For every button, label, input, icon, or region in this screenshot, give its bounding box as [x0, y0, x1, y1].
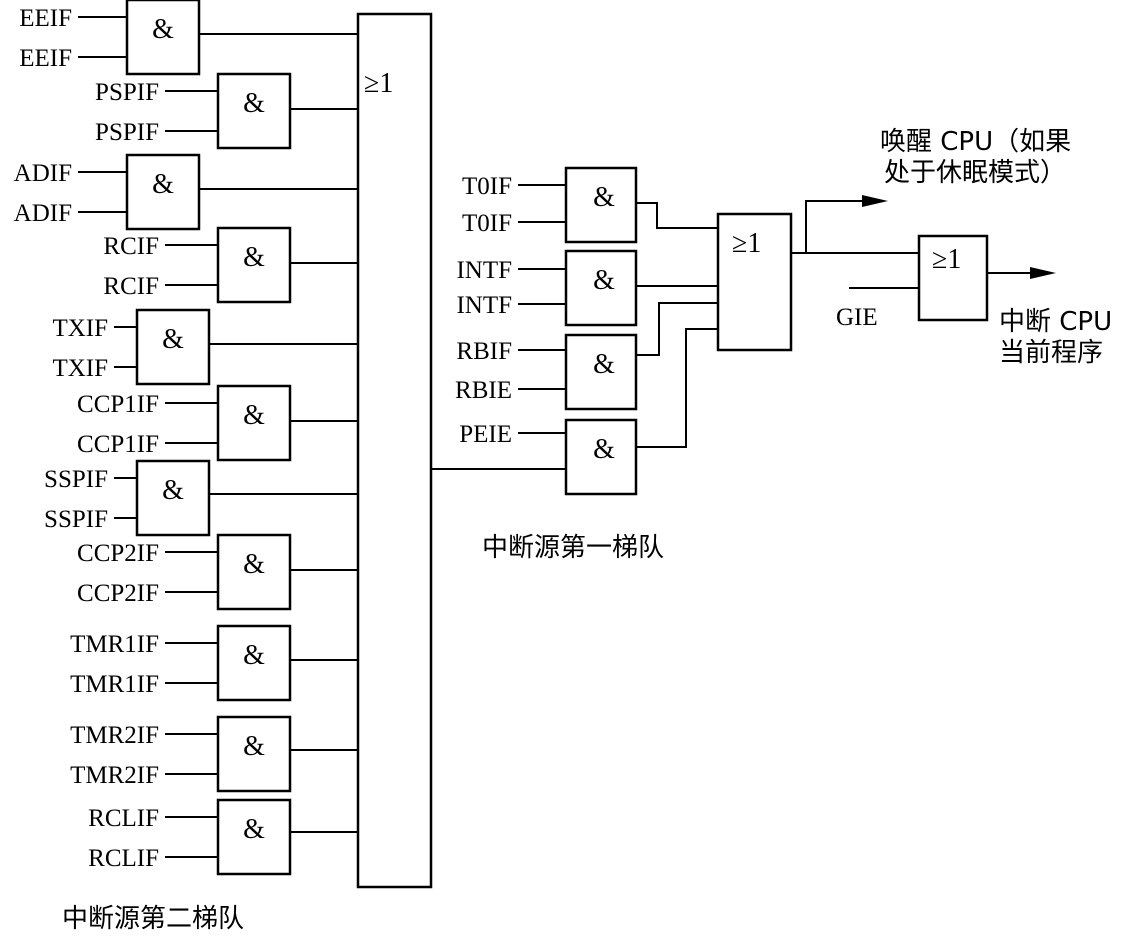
second-tier-and-gate-ccp2if: & CCP2IF CCP2IF	[77, 533, 358, 611]
second-tier-and-gate-rclif: & RCLIF RCLIF	[88, 798, 358, 876]
and-symbol: &	[593, 265, 615, 296]
and-symbol: &	[162, 475, 184, 506]
first-tier-group: & T0IF T0IF & INTF INTF & RBIF RBIE & PEIE ≥1 中断源第…	[431, 166, 793, 563]
second-tier-and-gate-tmr2if: & TMR2IF TMR2IF	[70, 715, 358, 793]
wake-branch-wire	[805, 200, 866, 253]
input-label: TMR1IF	[70, 631, 159, 658]
final-or-symbol: ≥1	[932, 244, 961, 275]
second-tier-and-gate-ccp1if: & CCP1IF CCP1IF	[77, 384, 358, 462]
and-symbol: &	[243, 400, 265, 431]
and-gate-body	[564, 418, 638, 496]
input-label: ADIF	[14, 160, 72, 187]
interrupt-cpu-label-line1: 中断 CPU	[999, 307, 1112, 337]
input-label: CCP1IF	[77, 431, 159, 458]
input-label: SSPIF	[44, 506, 108, 533]
second-tier-and-gate-adif: & ADIF ADIF	[14, 153, 358, 231]
second-tier-and-gate-rcif: & RCIF RCIF	[103, 226, 358, 304]
input-label: CCP2IF	[77, 540, 159, 567]
second-tier-caption: 中断源第二梯队	[62, 904, 244, 934]
input-label: TMR2IF	[70, 722, 159, 749]
and-gate-body	[216, 384, 292, 462]
and-symbol: &	[243, 88, 265, 119]
and-symbol: &	[243, 549, 265, 580]
second-tier-and-gate-pspif: & PSPIF PSPIF	[95, 72, 358, 150]
first-tier-or-gate	[716, 212, 793, 352]
and-symbol: &	[243, 242, 265, 273]
and-gate-body	[216, 72, 292, 150]
and-gate-body	[216, 533, 292, 611]
input-label: T0IF	[462, 173, 512, 200]
second-tier-group: ≥1 中断源第二梯队 & EEIF EEIF & PSPIF PSPIF & ADIF ADIF…	[14, 0, 433, 934]
and-gate-body	[216, 715, 292, 793]
input-label: TMR2IF	[70, 762, 159, 789]
second-tier-and-gate-txif: & TXIF TXIF	[52, 308, 358, 386]
first-tier-and-gate-rbif: & RBIF RBIE	[455, 333, 638, 411]
and-gate-body	[125, 0, 201, 76]
second-tier-or-symbol: ≥1	[364, 68, 393, 99]
final-or-gate	[917, 234, 989, 322]
input-label: CCP1IF	[77, 391, 159, 418]
and-gate-body	[564, 249, 638, 327]
input-label: RCIF	[103, 233, 159, 260]
input-label: RBIF	[456, 338, 512, 365]
gie-label: GIE	[836, 304, 878, 331]
and-symbol: &	[243, 814, 265, 845]
input-label: ADIF	[14, 200, 72, 227]
interrupt-cpu-label-line2: 当前程序	[999, 338, 1103, 368]
input-label: INTF	[456, 292, 512, 319]
and-symbol: &	[243, 731, 265, 762]
input-label: EEIF	[19, 45, 72, 72]
second-tier-and-gate-tmr1if: & TMR1IF TMR1IF	[70, 624, 358, 702]
rbif-and-to-or-wire	[636, 302, 718, 356]
first-tier-and-gate-peie: & PEIE	[459, 418, 638, 496]
and-gate-body	[216, 798, 292, 876]
t0if-and-to-or-wire	[636, 202, 718, 229]
and-symbol: &	[593, 349, 615, 380]
and-symbol: &	[162, 324, 184, 355]
wake-cpu-label-line1: 唤醒 CPU（如果	[880, 127, 1071, 157]
interrupt-arrow-head	[1030, 267, 1056, 279]
second-tier-and-gate-eeif: & EEIF EEIF	[19, 0, 358, 76]
input-label: TXIF	[52, 355, 108, 382]
input-label: PSPIF	[95, 79, 159, 106]
and-gate-body	[135, 308, 211, 386]
input-label: INTF	[456, 257, 512, 284]
input-label: SSPIF	[44, 466, 108, 493]
first-tier-and-gate-intf: & INTF INTF	[456, 249, 638, 327]
input-label: RBIE	[455, 377, 512, 404]
first-tier-or-symbol: ≥1	[732, 228, 761, 259]
first-tier-and-gates: & T0IF T0IF & INTF INTF & RBIF RBIE & PEIE	[455, 166, 638, 496]
and-gate-body	[125, 153, 201, 231]
and-symbol: &	[593, 434, 615, 465]
second-tier-and-gate-sspif: & SSPIF SSPIF	[44, 459, 358, 537]
input-label: RCLIF	[88, 845, 159, 872]
and-gate-body	[135, 459, 211, 537]
wake-arrow-head	[862, 195, 888, 207]
and-gate-body	[216, 226, 292, 304]
input-label: T0IF	[462, 210, 512, 237]
and-gate-body	[564, 333, 638, 411]
and-symbol: &	[593, 182, 615, 213]
input-label: RCLIF	[88, 805, 159, 832]
second-tier-and-gates: &EEIFEEIF&PSPIFPSPIF&ADIFADIF&RCIFRCIF&T…	[14, 0, 358, 876]
output-stage-group: 唤醒 CPU（如果 处于休眠模式） GIE ≥1 中断 CPU 当前程序	[791, 127, 1112, 368]
and-symbol: &	[243, 640, 265, 671]
input-label: TXIF	[52, 315, 108, 342]
peie-and-to-or-wire	[636, 328, 718, 448]
input-label: PEIE	[459, 421, 512, 448]
second-tier-or-gate	[356, 12, 433, 889]
and-gate-body	[564, 166, 638, 244]
input-label: PSPIF	[95, 119, 159, 146]
input-label: EEIF	[19, 5, 72, 32]
first-tier-and-gate-t0if: & T0IF T0IF	[462, 166, 638, 244]
input-label: TMR1IF	[70, 671, 159, 698]
first-tier-caption: 中断源第一梯队	[482, 533, 664, 563]
and-symbol: &	[152, 14, 174, 45]
input-label: CCP2IF	[77, 580, 159, 607]
and-symbol: &	[152, 169, 174, 200]
wake-cpu-label-line2: 处于休眠模式）	[884, 158, 1066, 188]
and-gate-body	[216, 624, 292, 702]
input-label: RCIF	[103, 273, 159, 300]
